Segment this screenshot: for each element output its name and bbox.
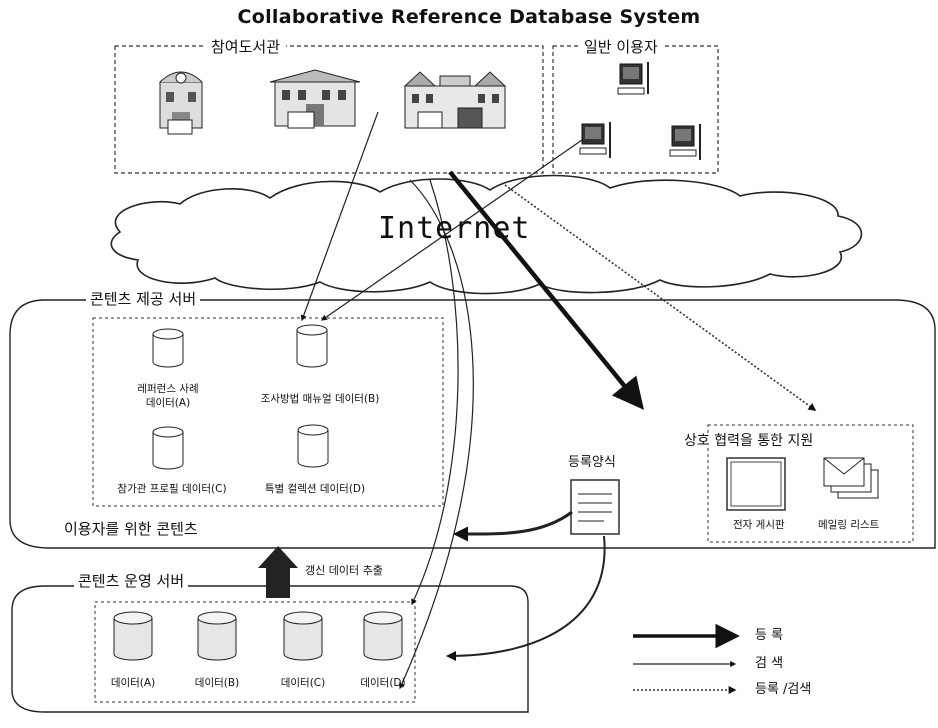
internet-label: Internet [378,211,531,246]
db-label-a-line1: 레퍼런스 사례 [137,383,199,395]
register-arrow [448,170,644,410]
search-curve-arrow [399,179,474,690]
database-cylinder-icon [283,611,323,661]
update-extract-arrow [258,546,298,598]
mailing-list-icon [823,457,879,499]
computer-icon [579,122,611,158]
database-cylinder-icon [152,328,184,368]
content-server-label: 콘텐츠 제공 서버 [86,292,201,307]
users-group-label: 일반 이용자 [578,40,664,55]
computer-icon [617,62,649,95]
ops-db-label-c: 데이터(C) [280,677,326,689]
content-db-group-box [92,317,444,507]
registration-form-icon [570,479,620,535]
update-extract-label: 갱신 데이터 추출 [305,564,383,577]
library-building-icon [403,71,507,129]
database-cylinder-icon [296,324,328,368]
form-to-content-arrow [453,510,573,542]
db-label-b: 조사방법 매뉴얼 데이터(B) [260,393,380,405]
database-cylinder-icon [113,611,153,661]
db-label-d: 특별 컬렉션 데이터(D) [264,483,366,495]
users-group-box [552,45,719,174]
library-building-icon [269,69,361,129]
ops-db-label-b: 데이터(B) [194,677,240,689]
cooperation-group-box [707,424,914,543]
legend-search-label: 검 색 [755,656,784,671]
registration-form-label: 등록양식 [568,455,616,470]
library-search-arrow [300,111,379,322]
library-building-icon [159,71,203,135]
libraries-group-box [114,45,544,174]
content-for-users-label: 이용자를 위한 콘텐츠 [60,522,202,537]
internet-cloud [110,174,863,295]
database-cylinder-icon [297,424,329,468]
mailing-list-label: 메일링 리스트 [818,519,880,531]
cooperation-label: 상호 협력을 통한 지원 [680,434,818,448]
libraries-group-label: 참여도서관 [205,40,287,55]
bulletin-board-icon [726,457,786,511]
db-label-c: 참가관 프로필 데이터(C) [117,483,227,495]
computer-icon [669,124,701,160]
diagram-title: Collaborative Reference Database System [237,6,701,28]
database-cylinder-icon [197,611,237,661]
legend-register-search-label: 등록 /검색 [755,682,812,697]
bulletin-board-label: 전자 게시판 [733,519,785,531]
ops-server-label: 콘텐츠 운영 서버 [74,574,189,589]
content-server-box [9,299,936,549]
form-to-ops-arrow [446,535,606,661]
database-cylinder-icon [363,611,403,661]
ops-server-box [11,585,529,713]
register-curve-arrow [411,179,459,606]
db-label-a-line2: 데이터(A) [145,397,191,409]
user-search-arrow [321,139,583,321]
ops-db-label-d: 데이터(D) [360,677,406,689]
ops-db-label-a: 데이터(A) [110,677,156,689]
legend-register-label: 등 록 [755,628,784,643]
database-cylinder-icon [152,426,184,470]
